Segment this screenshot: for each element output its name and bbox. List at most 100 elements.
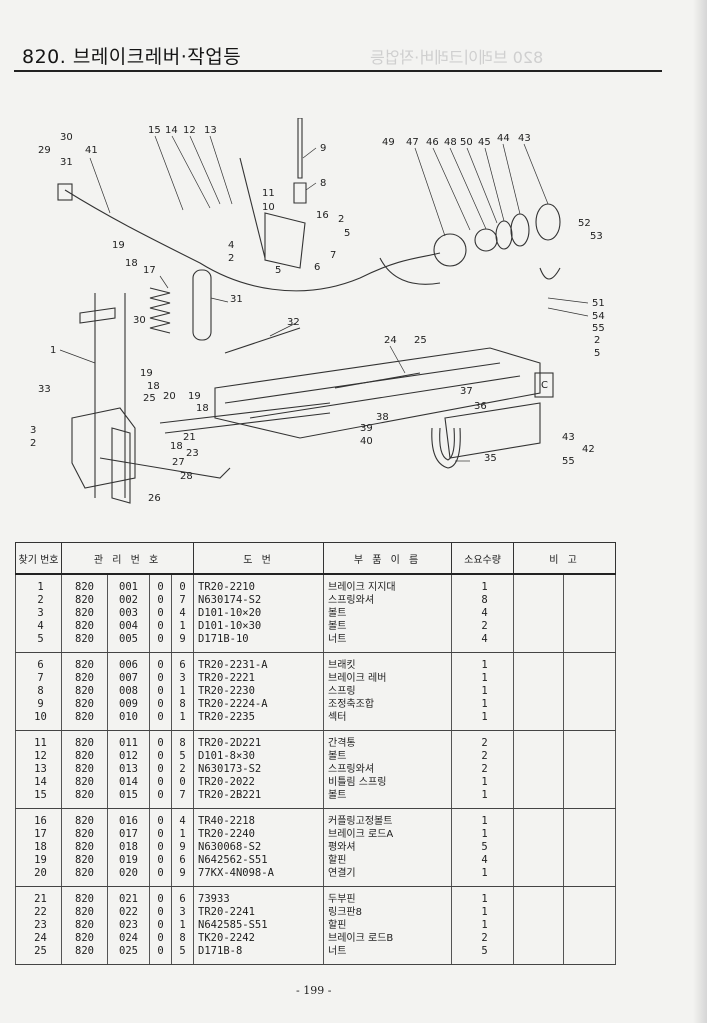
find-number-cell: 20 bbox=[15, 867, 62, 887]
mgmt-check-cell: 6 bbox=[170, 886, 195, 906]
callout-11: 11 bbox=[262, 188, 275, 199]
mgmt-check-cell: 9 bbox=[170, 633, 195, 653]
quantity-cell: 2 bbox=[451, 763, 515, 776]
mgmt-check-cell: 1 bbox=[170, 620, 195, 633]
callout-38: 38 bbox=[376, 412, 389, 423]
mgmt-check-cell: 2 bbox=[170, 763, 195, 776]
callout-31: 31 bbox=[230, 294, 243, 305]
drawing-number-cell: TR20-2241 bbox=[193, 906, 325, 919]
mgmt-section-cell: 820 bbox=[61, 672, 108, 685]
mgmt-section-cell: 820 bbox=[61, 867, 108, 887]
mgmt-rev-cell: 0 bbox=[149, 945, 172, 965]
part-name-cell: 비틀림 스프링 bbox=[323, 776, 453, 789]
machine-frame bbox=[57, 118, 561, 504]
part-name-cell: 브레이크 지지대 bbox=[323, 574, 453, 594]
mgmt-check-cell: 6 bbox=[170, 652, 195, 672]
drawing-number-cell: TR20-2B221 bbox=[193, 789, 325, 809]
find-number-cell: 22 bbox=[15, 906, 62, 919]
remarks-cell bbox=[513, 620, 565, 633]
part-name-cell: 브래킷 bbox=[323, 652, 453, 672]
mgmt-check-cell: 9 bbox=[170, 841, 195, 854]
remarks-cell bbox=[513, 919, 565, 932]
table-header-row: 찾기 번호 관 리 번 호 도 번 부 품 이 름 소요수량 비 고 bbox=[15, 542, 617, 575]
page-title: 820. 브레이크레버·작업등 bbox=[22, 46, 242, 68]
callout-7: 7 bbox=[330, 250, 336, 261]
part-name-cell: 볼트 bbox=[323, 789, 453, 809]
remarks-cell bbox=[563, 594, 617, 607]
mgmt-rev-cell: 0 bbox=[149, 828, 172, 841]
header-management-number: 관 리 번 호 bbox=[60, 542, 195, 575]
mgmt-section-cell: 820 bbox=[61, 574, 108, 594]
mgmt-section-cell: 820 bbox=[61, 776, 108, 789]
remarks-cell bbox=[563, 672, 617, 685]
mgmt-rev-cell: 0 bbox=[149, 711, 172, 731]
callout-35: 35 bbox=[484, 453, 497, 464]
callout-15: 15 bbox=[148, 125, 161, 136]
mgmt-rev-cell: 0 bbox=[149, 750, 172, 763]
remarks-cell bbox=[513, 886, 565, 906]
callout-21: 21 bbox=[183, 432, 196, 443]
header-quantity: 소요수량 bbox=[451, 542, 515, 575]
mgmt-section-cell: 820 bbox=[61, 789, 108, 809]
quantity-cell: 5 bbox=[451, 841, 515, 854]
part-name-cell: 연결기 bbox=[323, 867, 453, 887]
mgmt-section-cell: 820 bbox=[61, 906, 108, 919]
remarks-cell bbox=[563, 633, 617, 653]
part-name-cell: 평와셔 bbox=[323, 841, 453, 854]
find-number-cell: 17 bbox=[15, 828, 62, 841]
mgmt-rev-cell: 0 bbox=[149, 672, 172, 685]
remarks-cell bbox=[563, 886, 617, 906]
mgmt-item-cell: 018 bbox=[107, 841, 150, 854]
quantity-cell: 4 bbox=[451, 854, 515, 867]
remarks-cell bbox=[513, 776, 565, 789]
mgmt-check-cell: 0 bbox=[170, 574, 195, 594]
page-edge-shadow bbox=[693, 0, 707, 1023]
mgmt-item-cell: 023 bbox=[107, 919, 150, 932]
drawing-number-cell: TR20-2022 bbox=[193, 776, 325, 789]
header-drawing-number: 도 번 bbox=[193, 542, 325, 575]
part-name-cell: 링크판8 bbox=[323, 906, 453, 919]
find-number-cell: 23 bbox=[15, 919, 62, 932]
drawing-number-cell: TR20-2221 bbox=[193, 672, 325, 685]
remarks-cell bbox=[513, 672, 565, 685]
quantity-cell: 1 bbox=[451, 685, 515, 698]
part-name-cell: 너트 bbox=[323, 945, 453, 965]
mgmt-check-cell: 8 bbox=[170, 698, 195, 711]
quantity-cell: 5 bbox=[451, 945, 515, 965]
remarks-cell bbox=[563, 867, 617, 887]
remarks-cell bbox=[563, 854, 617, 867]
callout-53: 53 bbox=[590, 231, 603, 242]
mgmt-check-cell: 3 bbox=[170, 672, 195, 685]
remarks-cell bbox=[563, 945, 617, 965]
mgmt-check-cell: 4 bbox=[170, 808, 195, 828]
callout-14: 14 bbox=[165, 125, 178, 136]
callout-3: 3 bbox=[30, 425, 36, 436]
quantity-cell: 1 bbox=[451, 574, 515, 594]
part-name-cell: 섹터 bbox=[323, 711, 453, 731]
remarks-cell bbox=[513, 945, 565, 965]
header-remarks: 비 고 bbox=[513, 542, 617, 575]
part-name-cell: 너트 bbox=[323, 633, 453, 653]
remarks-cell bbox=[563, 808, 617, 828]
callout-9: 9 bbox=[320, 143, 326, 154]
mgmt-check-cell: 3 bbox=[170, 906, 195, 919]
drawing-number-cell: TK20-2242 bbox=[193, 932, 325, 945]
mgmt-section-cell: 820 bbox=[61, 750, 108, 763]
mgmt-item-cell: 007 bbox=[107, 672, 150, 685]
drawing-number-cell: N642562-S51 bbox=[193, 854, 325, 867]
mgmt-rev-cell: 0 bbox=[149, 906, 172, 919]
callout-labels: 30 29 31 41 15 14 12 13 9 8 11 10 16 2 5… bbox=[30, 125, 605, 504]
mgmt-rev-cell: 0 bbox=[149, 919, 172, 932]
callout-2: 2 bbox=[228, 253, 234, 264]
